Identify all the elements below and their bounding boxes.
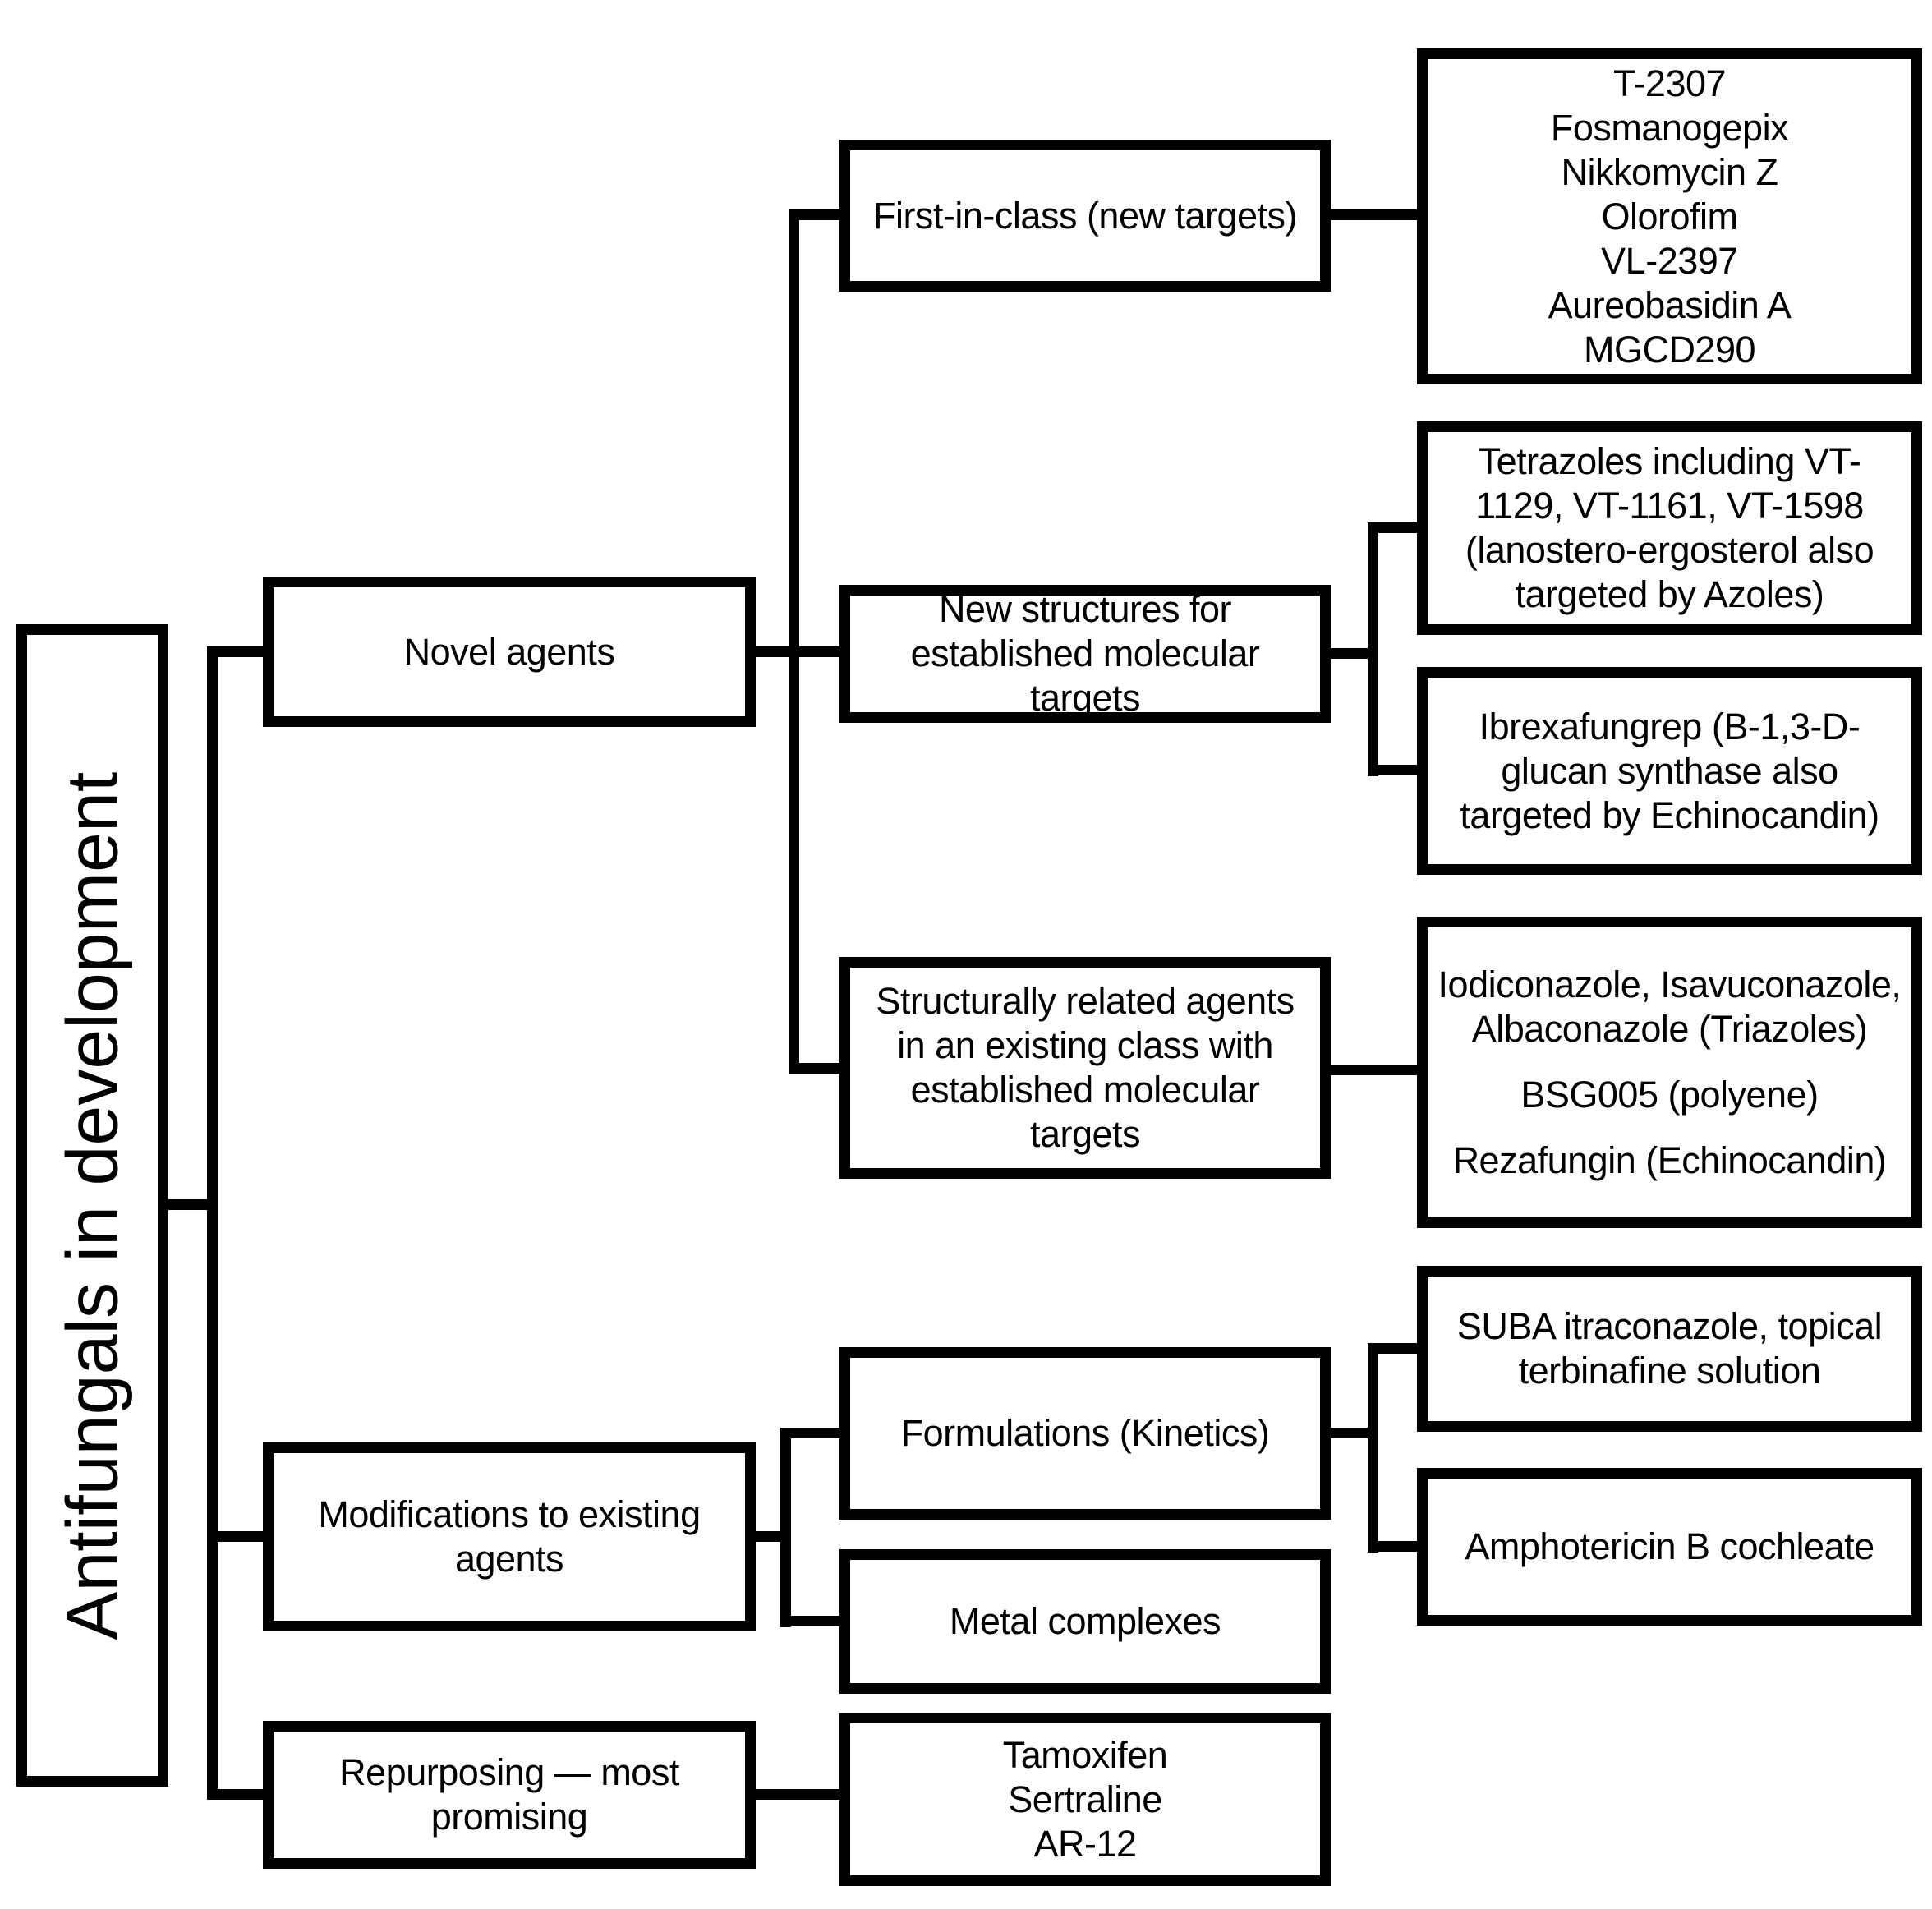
connector-root-trunk [207, 646, 218, 1800]
text-line: Modifications to existing [318, 1493, 701, 1535]
connector-formulations-trunk [1368, 1343, 1378, 1552]
text-line: Structurally related agents [876, 980, 1295, 1022]
polyene-group: BSG005 (polyene) [1520, 1073, 1819, 1117]
root-title-box: Antifungals in development [16, 624, 168, 1787]
text-line: First-in-class (new targets) [872, 194, 1298, 237]
text-line: Metal complexes [949, 1600, 1221, 1642]
text-line: SUBA itraconazole, topical [1456, 1305, 1883, 1347]
text-line: Ibrexafungrep (B-1,3-D- [1479, 705, 1861, 748]
text-line: Nikkomycin Z [1561, 150, 1778, 193]
connector-repurposing-to-agents [756, 1789, 840, 1800]
text-line: VL-2397 [1601, 239, 1738, 282]
connector-modifications-trunk [780, 1428, 791, 1627]
connector-structurally-to-agents [1331, 1065, 1417, 1075]
text-line: (lanostero-ergosterol also [1465, 529, 1874, 571]
text-line: Olorofim [1601, 195, 1738, 237]
text-line: glucan synthase also [1501, 749, 1838, 792]
text-line: BSG005 (polyene) [1520, 1073, 1819, 1116]
text-line: targets [1029, 1113, 1141, 1155]
connector-metal-complexes-stub [791, 1616, 840, 1626]
connector-ibrexafungrep-stub [1378, 765, 1417, 775]
connector-suba-stub [1378, 1343, 1417, 1354]
root-title-label: Antifungals in development [51, 771, 133, 1640]
text-line: targeted by Azoles) [1515, 573, 1824, 615]
connector-formulations-feeder [1331, 1428, 1378, 1438]
text-line: Aureobasidin A [1548, 283, 1792, 326]
text-line: targets [1029, 677, 1141, 719]
triazoles-polyene-echinocandin-box: Iodiconazole, Isavuconazole,Albaconazole… [1417, 917, 1922, 1228]
formulations-box: Formulations (Kinetics) [840, 1347, 1331, 1520]
agent-groups: Iodiconazole, Isavuconazole,Albaconazole… [1438, 963, 1902, 1183]
text-line: Rezafungin (Echinocandin) [1452, 1138, 1887, 1181]
connector-root-stub [168, 1199, 207, 1210]
text-line: AR-12 [1033, 1822, 1137, 1865]
text-line: Tamoxifen [1002, 1733, 1168, 1776]
connector-modifications-stub [218, 1531, 263, 1542]
text-line: promising [430, 1796, 588, 1838]
text-line: Novel agents [403, 630, 615, 673]
text-line: in an existing class with [897, 1024, 1273, 1066]
novel-agents-box: Novel agents [263, 577, 756, 727]
echinocandin-group: Rezafungin (Echinocandin) [1453, 1138, 1887, 1183]
text-line: agents [454, 1538, 564, 1580]
connector-new-structures-feeder [1331, 648, 1378, 659]
connector-first-in-class-to-agents [1331, 209, 1417, 220]
text-line: terbinafine solution [1518, 1350, 1821, 1392]
metal-complexes-box: Metal complexes [840, 1549, 1331, 1694]
connector-repurposing-stub [218, 1789, 263, 1800]
triazoles-group: Iodiconazole, Isavuconazole,Albaconazole… [1438, 963, 1902, 1051]
text-line: Formulations (Kinetics) [900, 1412, 1270, 1454]
connector-first-in-class-stub [799, 209, 840, 220]
connector-formulations-stub [791, 1428, 840, 1438]
connector-tetrazoles-stub [1378, 522, 1417, 533]
text-line: MGCD290 [1583, 328, 1756, 370]
connector-new-structures-trunk [1368, 522, 1378, 776]
text-line: established molecular [910, 1069, 1260, 1111]
connector-structurally-stub [799, 1063, 840, 1074]
tetrazoles-box: Tetrazoles including VT-1129, VT-1161, V… [1417, 421, 1922, 635]
amphotericin-box: Amphotericin B cochleate [1417, 1468, 1922, 1626]
text-line: T-2307 [1612, 62, 1727, 104]
connector-amphotericin-stub [1378, 1541, 1417, 1552]
ibrexafungrep-box: Ibrexafungrep (B-1,3-D-glucan synthase a… [1417, 667, 1922, 875]
text-line: New structures for [938, 588, 1232, 630]
first-in-class-box: First-in-class (new targets) [840, 140, 1331, 292]
text-line: Albaconazole (Triazoles) [1471, 1007, 1868, 1050]
text-line: 1129, VT-1161, VT-1598 [1475, 485, 1864, 527]
text-line: Tetrazoles including VT- [1478, 440, 1861, 482]
text-line: targeted by Echinocandin) [1460, 794, 1879, 836]
text-line: Sertraline [1008, 1778, 1162, 1820]
connector-novel-branch-trunk [789, 209, 799, 1074]
text-line: Iodiconazole, Isavuconazole, [1438, 963, 1902, 1005]
text-line: Amphotericin B cochleate [1465, 1525, 1874, 1567]
text-line: Repurposing — most [339, 1751, 679, 1793]
text-line: Fosmanogepix [1550, 106, 1789, 149]
connector-novel-agents-stub [218, 646, 263, 657]
text-line: established molecular [910, 632, 1260, 674]
